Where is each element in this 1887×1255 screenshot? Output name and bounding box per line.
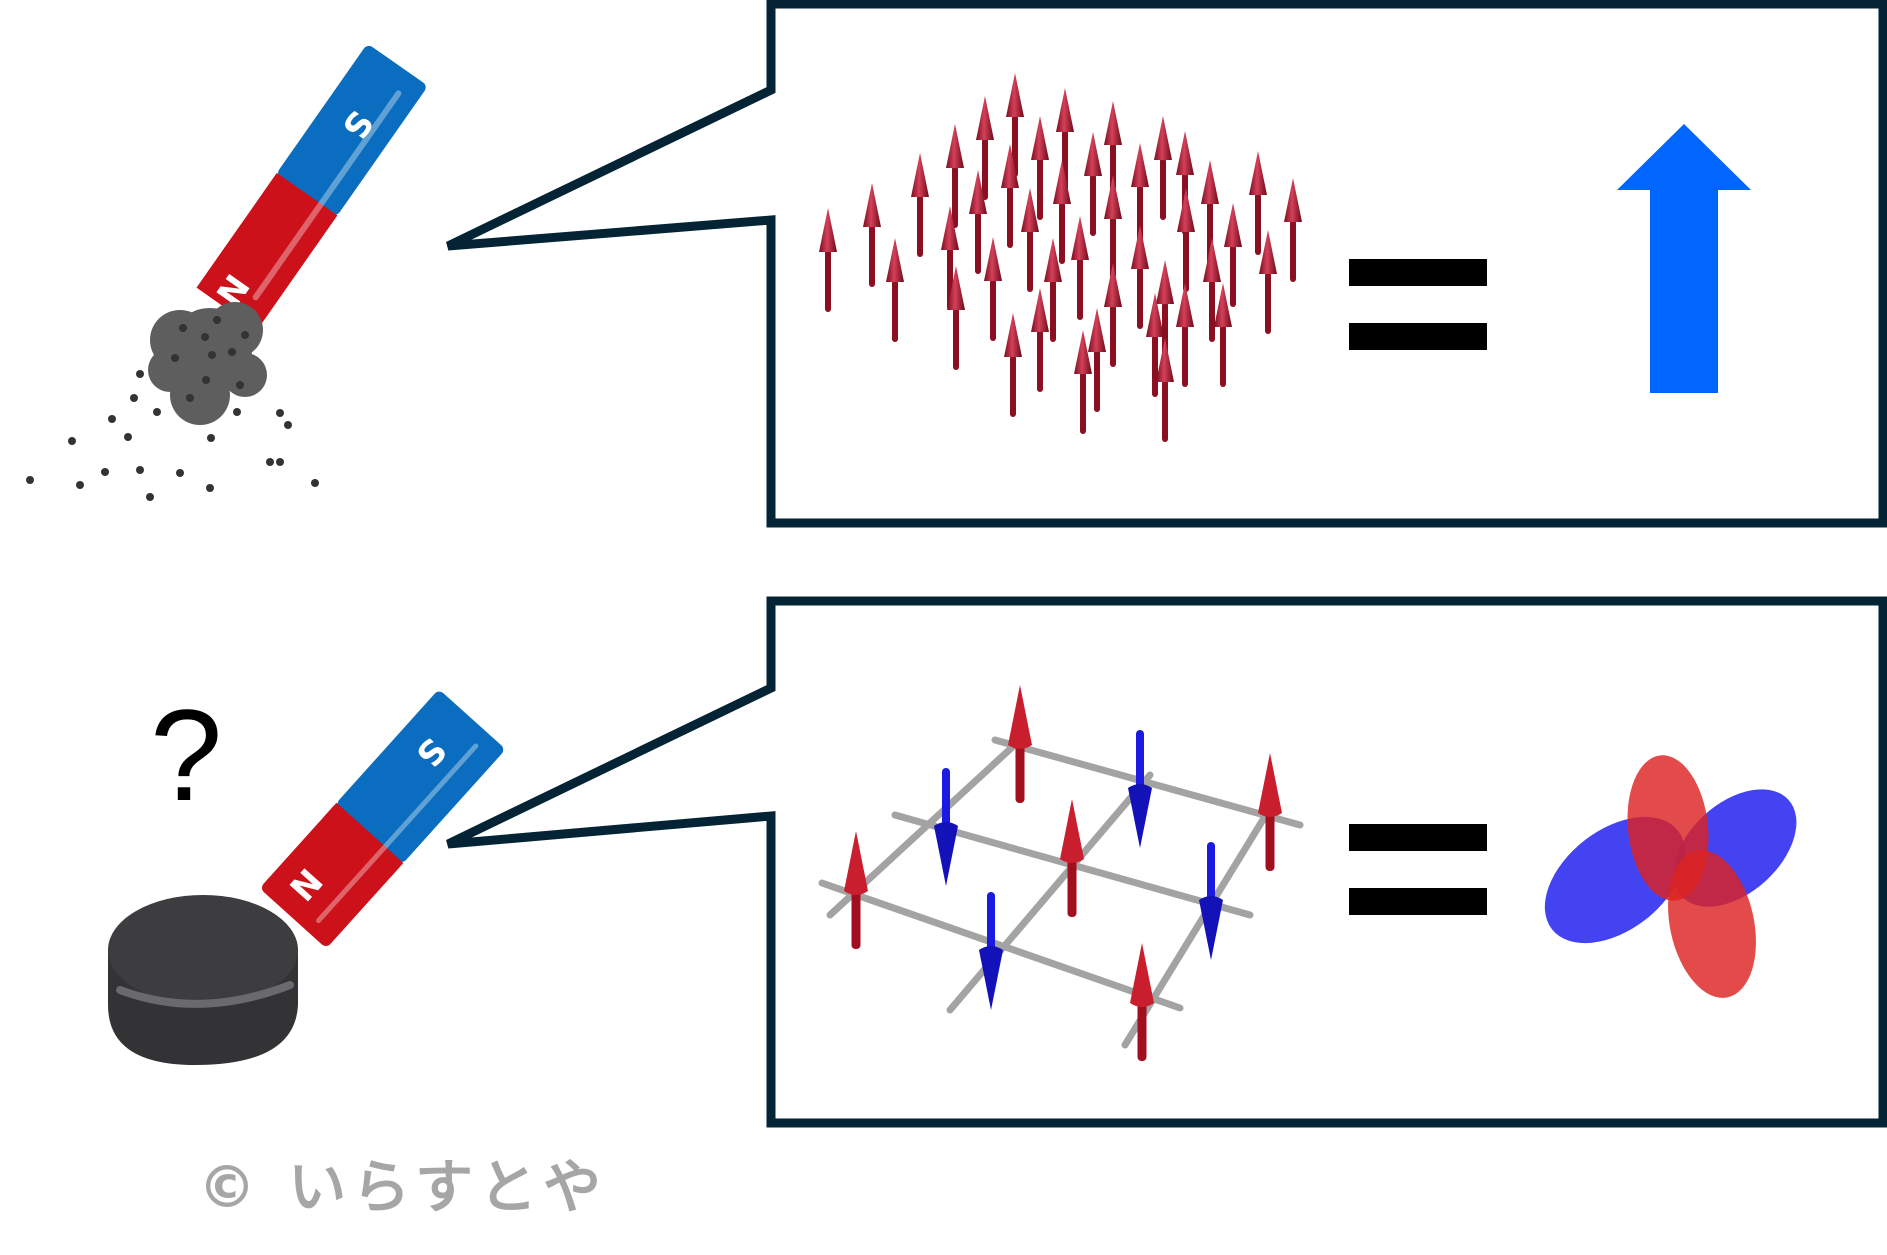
equals-sign-top	[1349, 259, 1487, 350]
dark-disc-sample-icon	[108, 895, 298, 1065]
question-mark: ?	[150, 682, 223, 828]
image-credit: © いらすとや	[198, 1153, 608, 1221]
south-pole	[337, 691, 504, 863]
north-pole	[196, 172, 338, 331]
antiferromagnetic-lattice	[818, 685, 1304, 1061]
iron-filings-icon	[26, 302, 319, 501]
equals-sign-bottom	[1349, 824, 1487, 915]
south-pole	[278, 45, 426, 215]
net-magnetization-arrow-icon	[1617, 124, 1751, 393]
quadrupole-orbital-icon	[1544, 755, 1797, 998]
speech-bubble-bottom	[446, 596, 1887, 1128]
bar-magnet-bottom: S N	[261, 691, 504, 947]
bar-magnet-top: S N	[196, 45, 426, 331]
